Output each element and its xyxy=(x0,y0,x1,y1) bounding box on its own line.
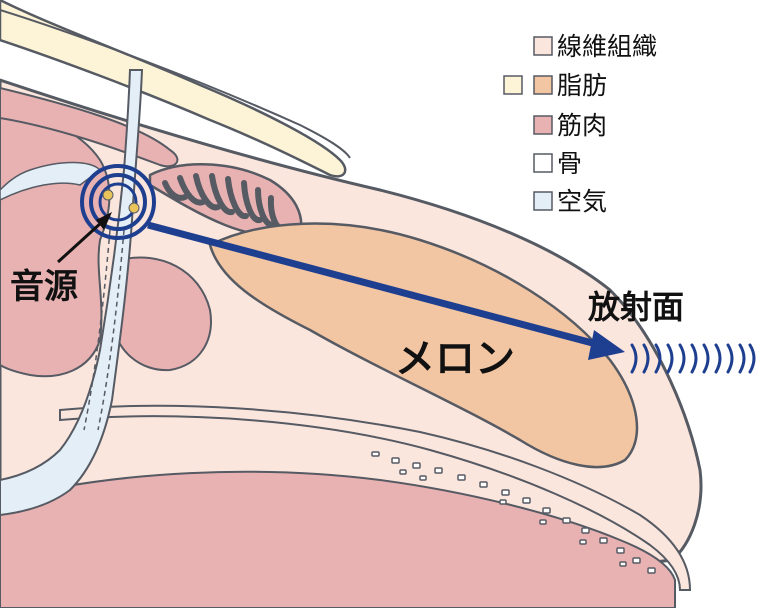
left-muscle-mass xyxy=(0,110,109,376)
sound-source-dot-2 xyxy=(129,203,139,213)
svg-text:筋肉: 筋肉 xyxy=(557,111,607,140)
legend-item-fibrous: 線維組織 xyxy=(534,32,657,61)
legend-item-air: 空気 xyxy=(534,187,607,216)
emitting-surface-label: 放射面 xyxy=(588,288,684,326)
melon-label: メロン xyxy=(395,336,515,382)
svg-text:脂肪: 脂肪 xyxy=(557,71,607,100)
svg-text:骨: 骨 xyxy=(557,149,582,178)
svg-text:線維組織: 線維組織 xyxy=(557,32,657,61)
legend-item-muscle: 筋肉 xyxy=(534,111,607,140)
sound-source-dot-1 xyxy=(103,190,113,200)
sound-source-label: 音源 xyxy=(10,267,78,307)
legend-item-fat: 脂肪 xyxy=(504,71,607,100)
legend: 線維組織 脂肪 筋肉 骨 空気 xyxy=(504,32,657,216)
legend-item-bone: 骨 xyxy=(534,149,582,178)
svg-text:空気: 空気 xyxy=(557,187,607,216)
